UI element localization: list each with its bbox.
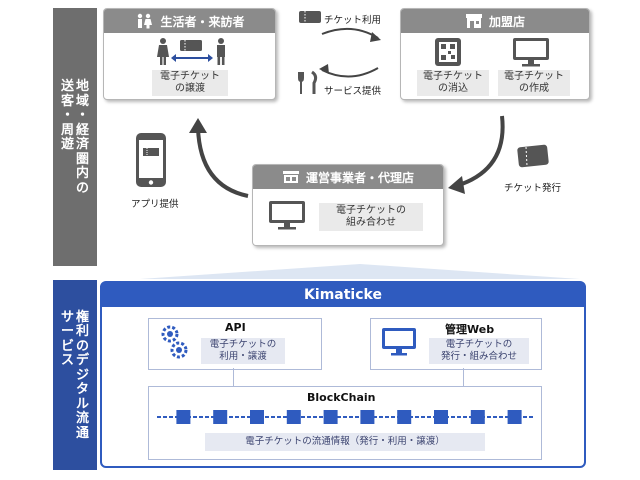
- chain-block: [286, 410, 301, 424]
- admin-web-box: 管理Web 電子チケットの発行・組み合わせ: [370, 318, 542, 370]
- chain-block: [397, 410, 412, 424]
- upper-band-label: 地域・経済圏内の送客・周遊: [61, 79, 89, 195]
- operator-box: 運営事業者・代理店 電子チケットの組み合わせ: [252, 164, 444, 246]
- api-title: API: [225, 321, 246, 334]
- admin-connector: [463, 368, 464, 386]
- upper-band: 地域・経済圏内の送客・周遊: [53, 8, 97, 266]
- store-redeem-label: 電子チケットの消込: [417, 70, 489, 96]
- blockchain-title: BlockChain: [307, 391, 376, 404]
- lower-band-label: 権利のデジタル流通サービス: [61, 310, 89, 441]
- platform-header: Kimaticke: [102, 283, 584, 307]
- store-box: 加盟店 電子チケットの消込 電子チケットの作成: [400, 8, 590, 100]
- blockchain-label: 電子チケットの流通情報（発行・利用・譲渡）: [205, 433, 485, 451]
- store-header: 加盟店: [401, 9, 589, 33]
- admin-web-title: 管理Web: [445, 323, 495, 336]
- operator-combine-label: 電子チケットの組み合わせ: [319, 203, 423, 231]
- monitor-icon: [269, 201, 305, 230]
- chain-block: [176, 410, 191, 424]
- flow-arrows: [189, 27, 505, 198]
- api-connector: [233, 368, 234, 386]
- chain-block: [434, 410, 448, 424]
- people-icon: [138, 13, 153, 29]
- admin-web-label: 電子チケットの発行・組み合わせ: [429, 338, 529, 364]
- store-create-label: 電子チケットの作成: [498, 70, 570, 96]
- chain-block: [213, 410, 228, 424]
- monitor-icon: [382, 328, 416, 356]
- api-box: API 電子チケットの利用・譲渡: [148, 318, 322, 370]
- qr-scanner-icon: [435, 38, 461, 66]
- app-label: アプリ提供: [131, 199, 179, 210]
- blockchain-chain: [157, 410, 533, 424]
- consumer-title: 生活者・来訪者: [160, 14, 245, 29]
- vertical-label-column: サービス: [60, 309, 74, 369]
- service-arrow: [321, 67, 379, 78]
- chain-block: [323, 410, 338, 424]
- monitor-icon: [513, 38, 549, 67]
- vertical-label-column: 地域・経済圏内の: [76, 79, 90, 196]
- ticket-use-label: チケット利用: [324, 15, 382, 26]
- operator-header: 運営事業者・代理店: [253, 165, 443, 189]
- chain-block: [360, 410, 375, 424]
- store-title: 加盟店: [488, 14, 525, 29]
- gears-icon: [161, 325, 188, 359]
- issue-arrow: [455, 115, 505, 188]
- vertical-label-column: 送客・周遊: [60, 79, 74, 152]
- ticket-use-arrow: [321, 27, 379, 39]
- operator-title: 運営事業者・代理店: [305, 170, 414, 185]
- shop-icon: [465, 14, 482, 28]
- transition-chevron: [140, 264, 580, 279]
- chain-block: [470, 410, 485, 424]
- consumer-header: 生活者・来訪者: [104, 9, 275, 33]
- lower-band: 権利のデジタル流通サービス: [53, 280, 97, 470]
- ticket-icon: [299, 11, 321, 23]
- app-arrow: [196, 127, 249, 198]
- chain-block: [250, 410, 264, 424]
- ticket-transfer-icon: [157, 38, 225, 65]
- cutlery-icon: [298, 70, 318, 94]
- chain-block: [507, 410, 522, 424]
- ticket-icon: [517, 144, 549, 168]
- vertical-label-column: 権利のデジタル流通: [76, 309, 90, 441]
- smartphone-icon: [136, 133, 166, 187]
- office-icon: [282, 171, 299, 183]
- service-label: サービス提供: [324, 86, 382, 97]
- consumer-transfer-label: 電子チケットの譲渡: [152, 70, 228, 96]
- consumer-box: 生活者・来訪者 電子チケットの譲渡: [103, 8, 276, 100]
- api-label: 電子チケットの利用・譲渡: [201, 338, 285, 364]
- ticket-issue-label: チケット発行: [504, 183, 562, 194]
- platform-title: Kimaticke: [304, 287, 382, 303]
- blockchain-box: BlockChain 電子チケットの流通情報（発行・利用・譲渡）: [148, 386, 542, 460]
